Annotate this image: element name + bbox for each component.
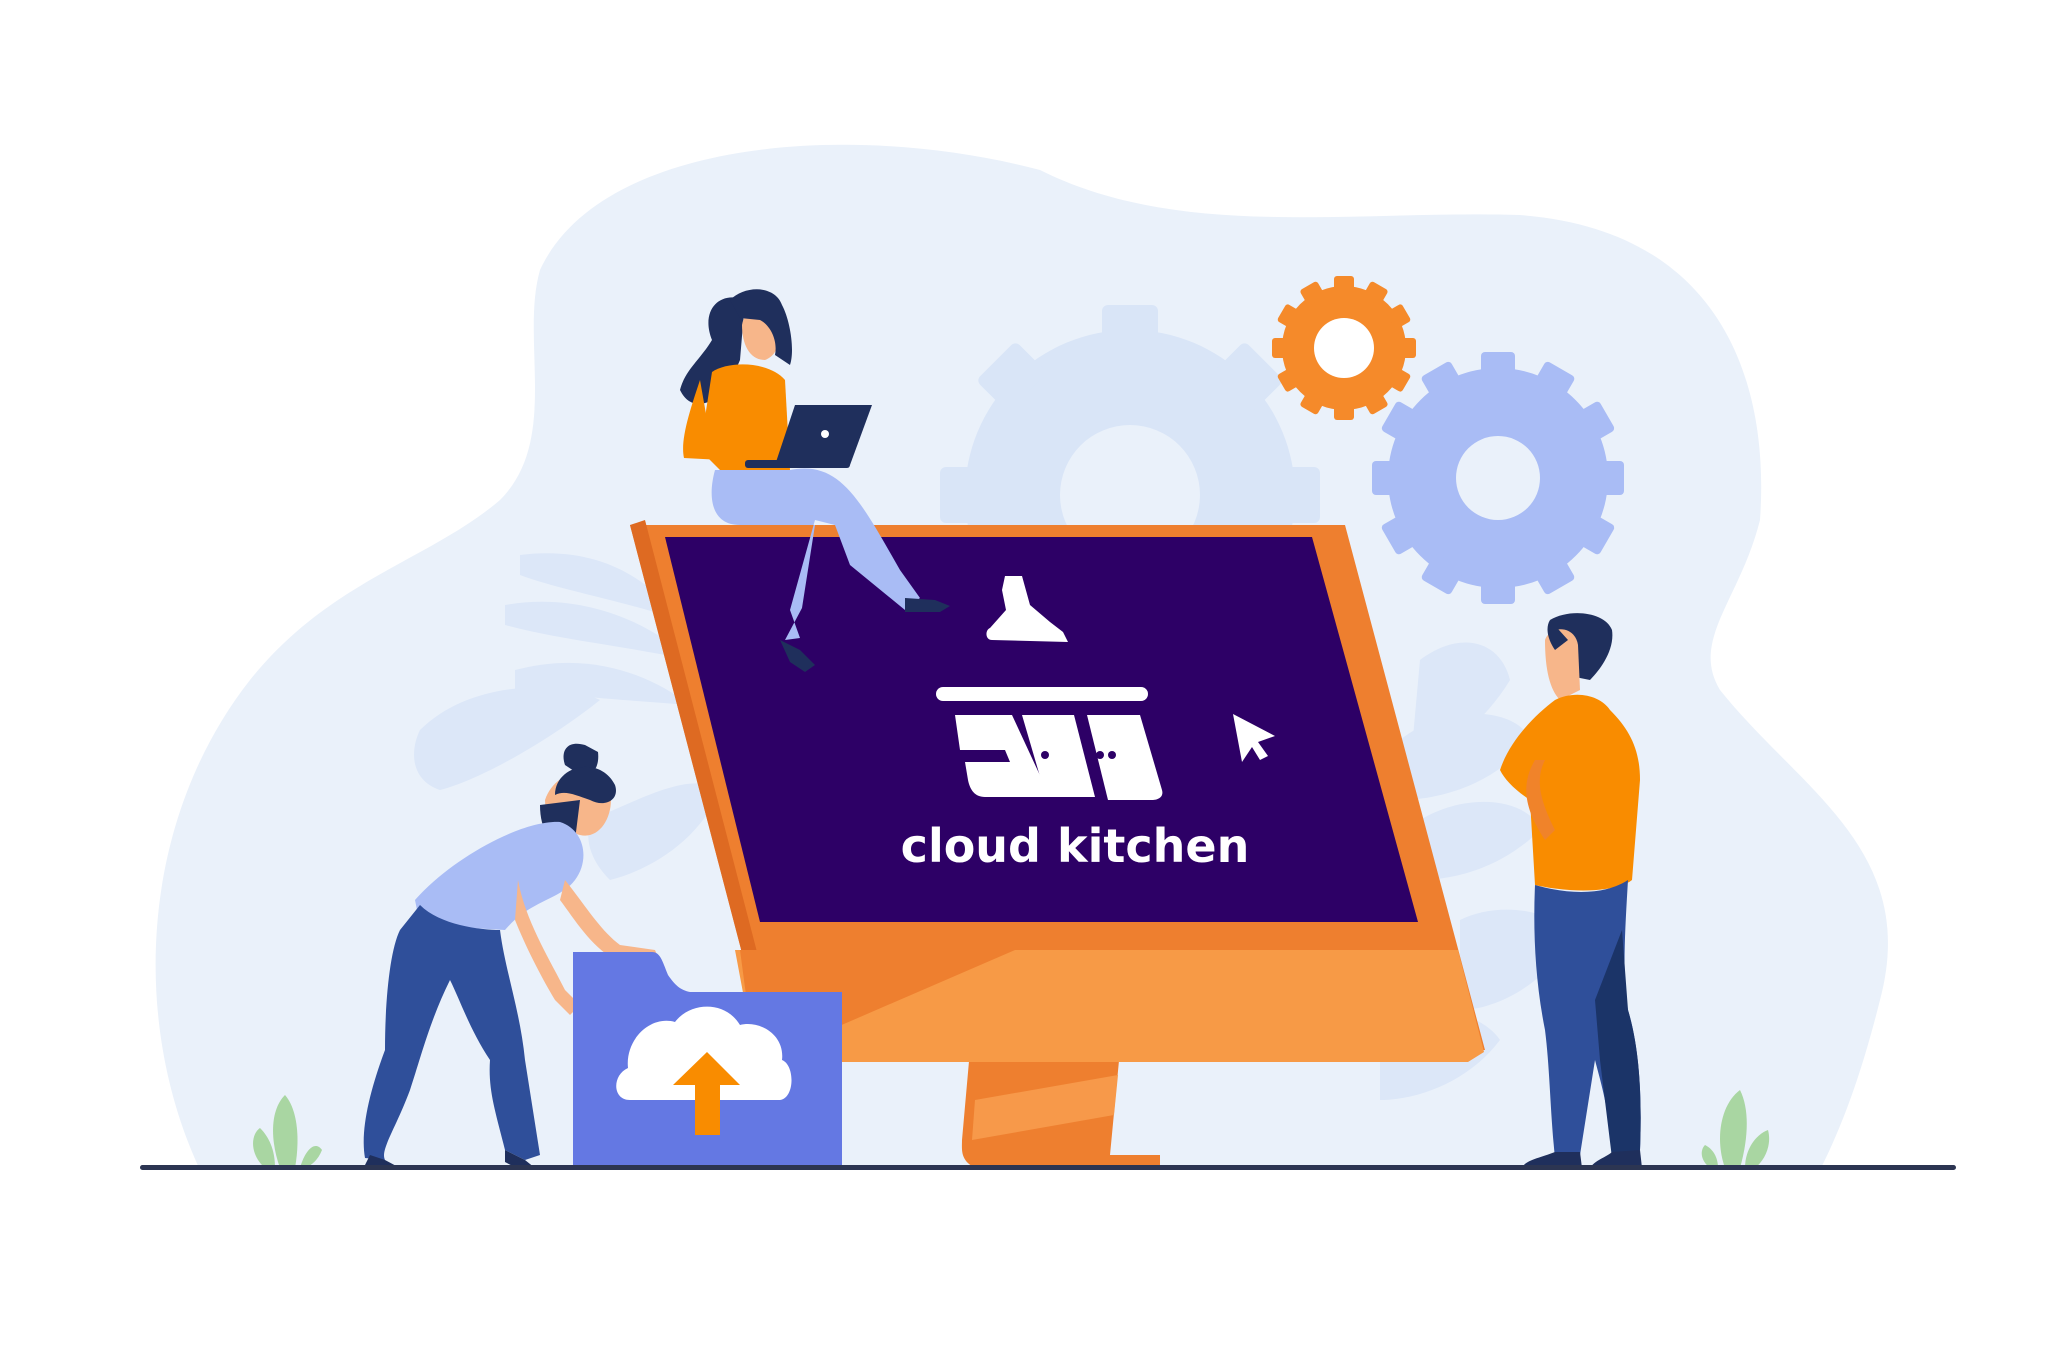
hood-icon [986, 576, 1068, 642]
ground-line [140, 1165, 1956, 1170]
plant-left [253, 1095, 322, 1168]
upload-arrow-icon [673, 1052, 740, 1135]
cloud-icon [616, 1006, 792, 1100]
gear-blue-icon [1372, 352, 1624, 604]
gear-orange-icon [1272, 276, 1416, 420]
plant-right [1701, 1090, 1770, 1168]
cloud-upload-folder-icon [573, 952, 842, 1168]
monitor-stand [961, 1050, 1160, 1168]
cursor-arrow-icon [1233, 714, 1275, 762]
cloud-kitchen-logo: cloud kitchen [901, 576, 1250, 873]
laptop-icon [745, 405, 872, 468]
brand-label: cloud kitchen [901, 819, 1250, 873]
woman-with-laptop [680, 289, 950, 672]
man-standing [1500, 613, 1642, 1168]
